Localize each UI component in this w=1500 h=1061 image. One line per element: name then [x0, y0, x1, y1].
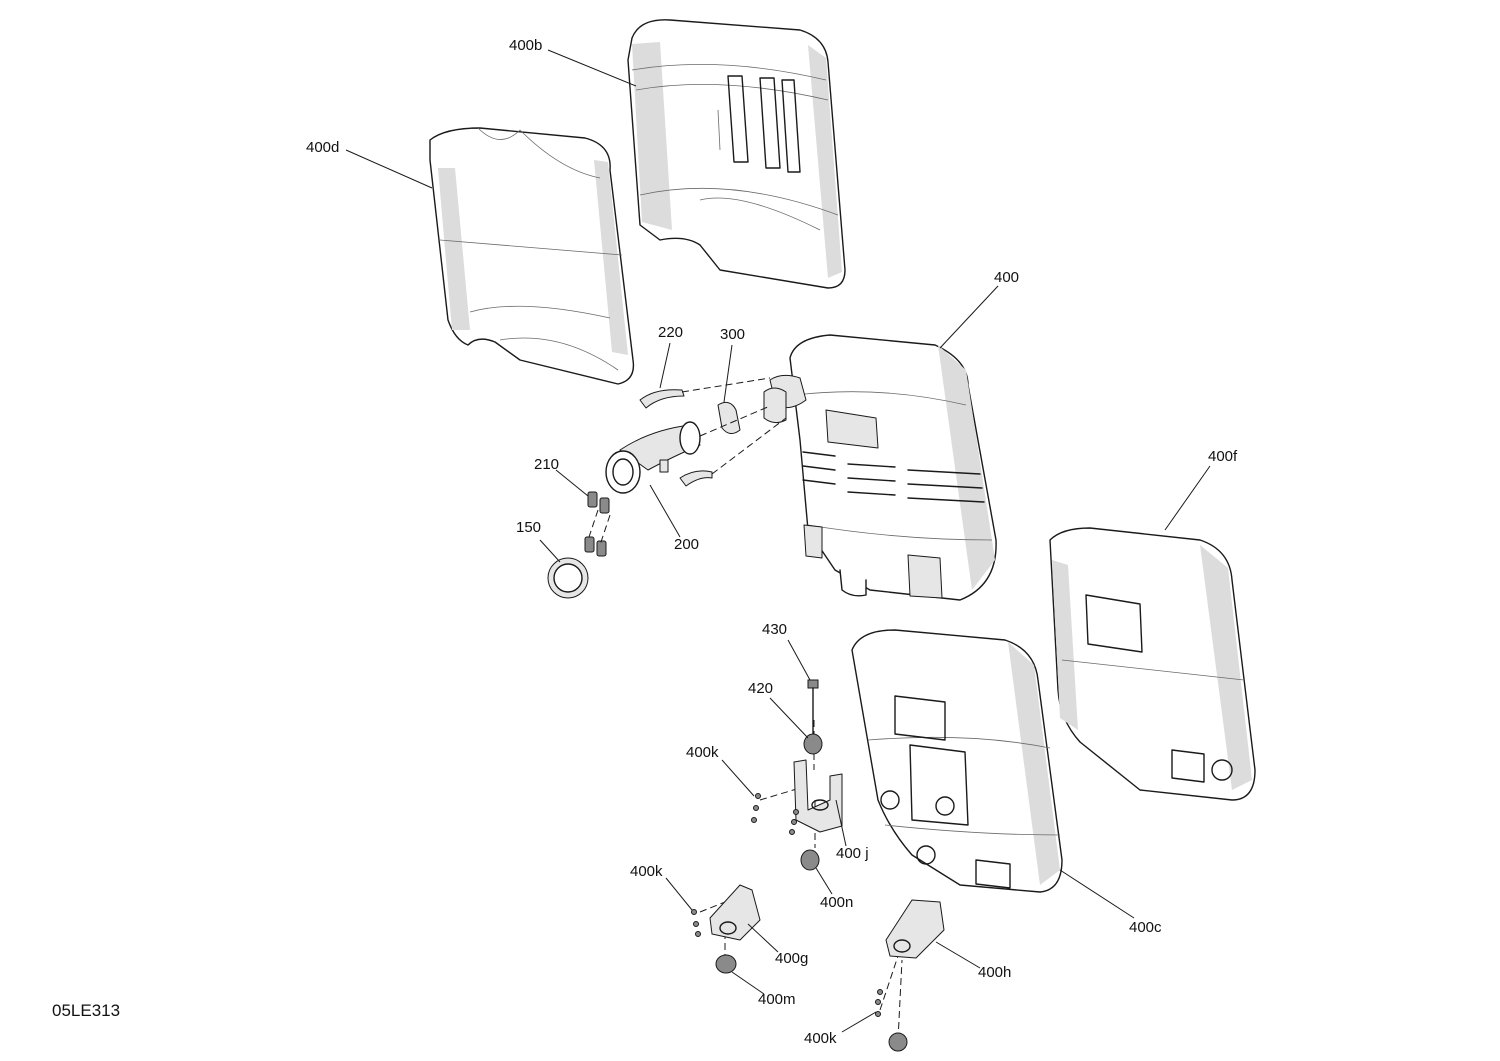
callout-400b: 400b	[509, 37, 542, 54]
bracket-400j	[793, 759, 843, 833]
clamp-220	[639, 389, 713, 487]
callout-400k-lower: 400k	[804, 1030, 837, 1047]
callout-430: 430	[762, 621, 787, 638]
muffler-vent-slots	[802, 451, 985, 503]
callout-400h: 400h	[978, 964, 1011, 981]
muffler-400	[763, 334, 997, 601]
callout-400d: 400d	[306, 139, 339, 156]
grommet-420	[803, 733, 823, 755]
bracket-400h	[885, 899, 945, 959]
screws-400k	[691, 793, 883, 1017]
callout-400m: 400m	[758, 991, 796, 1008]
heat-shield-400f	[1049, 527, 1256, 801]
callout-400f: 400f	[1208, 448, 1238, 465]
fittings-210	[584, 491, 610, 557]
heat-shield-400d	[429, 127, 635, 385]
inlet-elbow-200	[605, 421, 701, 494]
gasket-300	[717, 401, 741, 434]
callout-400n: 400n	[820, 894, 853, 911]
seal-ring-150	[547, 557, 589, 599]
drawing-reference-code: 05LE313	[52, 1001, 120, 1020]
callout-400j: 400 j	[836, 845, 869, 862]
callout-300: 300	[720, 326, 745, 343]
callout-150: 150	[516, 519, 541, 536]
callout-labels: 400b 400d 400 220 300 210 200 150 400f 4…	[306, 37, 1238, 1047]
leader-lines	[345, 49, 1211, 1033]
callout-220: 220	[658, 324, 683, 341]
damper-400m	[715, 954, 737, 974]
callout-200: 200	[674, 536, 699, 553]
damper-400h-foot	[888, 1032, 908, 1052]
callout-400g: 400g	[775, 950, 808, 967]
heat-shield-400b	[627, 19, 846, 289]
damper-400n	[800, 849, 820, 871]
heat-shield-400c	[851, 629, 1063, 893]
callout-400k-upper: 400k	[686, 744, 719, 761]
bracket-400g	[709, 884, 761, 941]
callout-210: 210	[534, 456, 559, 473]
callout-420: 420	[748, 680, 773, 697]
callout-400c: 400c	[1129, 919, 1162, 936]
callout-400: 400	[994, 269, 1019, 286]
callout-400k-middle: 400k	[630, 863, 663, 880]
bolt-430	[807, 679, 819, 736]
